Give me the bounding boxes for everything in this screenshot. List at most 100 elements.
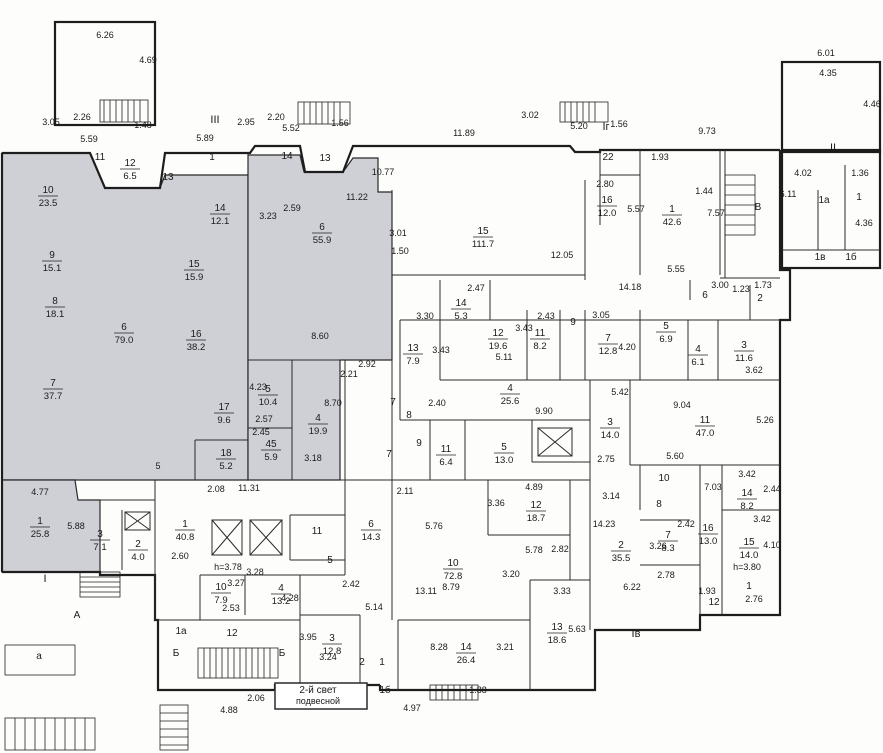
dimension-label: 13.11: [415, 586, 437, 596]
dimension-label: 12.05: [551, 250, 574, 260]
room-area-label: 13.0: [699, 536, 718, 547]
space-label: 11: [95, 152, 106, 163]
room-area-label: 37.7: [44, 391, 63, 402]
room-number-label: 4: [695, 344, 701, 355]
space-label: 1а: [818, 195, 830, 206]
dimension-label: 11.31: [238, 483, 260, 493]
space-label: 1: [209, 152, 215, 163]
dimension-label: 3.33: [553, 586, 571, 596]
dimension-label: 2.40: [428, 398, 446, 408]
dimension-label: 9.04: [673, 400, 691, 410]
space-label: 1б: [379, 684, 391, 696]
room-number-label: 16: [190, 329, 202, 340]
space-label: 14: [281, 151, 293, 162]
dimension-label: 4.10: [763, 540, 781, 550]
room-area-label: 9.6: [217, 415, 230, 426]
dimension-label: 5: [155, 461, 160, 471]
room-number-label: 4: [315, 413, 321, 424]
space-label: 6: [702, 290, 708, 301]
dimension-label: 3.05: [42, 117, 60, 127]
dimension-label: 1.93: [651, 152, 669, 162]
dimension-label: 4.69: [139, 55, 157, 65]
space-label: 10: [658, 473, 670, 484]
dimension-label: 5.42: [611, 387, 629, 397]
dimension-label: 3.28: [246, 567, 264, 577]
second-light-box: [274, 682, 368, 710]
dimension-label: 4.89: [525, 482, 543, 492]
dimension-label: 11.22: [346, 192, 368, 202]
dimension-label: 2.92: [358, 359, 376, 369]
space-label: 2-й свет: [299, 685, 337, 696]
dimension-label: 5.55: [667, 264, 685, 274]
dimension-label: 1.36: [851, 168, 869, 178]
room-area-label: 12.8: [323, 646, 342, 657]
space-label: 1б: [845, 251, 857, 263]
dimension-label: 3.20: [502, 569, 520, 579]
northeast-wing: [780, 148, 882, 270]
dimension-label: 2.53: [222, 603, 240, 613]
dimension-label: 3.18: [304, 453, 322, 463]
dimension-label: 1.88: [469, 685, 487, 695]
room-number-label: 11: [700, 415, 711, 426]
room-area-label: 4.0: [131, 552, 144, 563]
dimension-label: 2.20: [267, 112, 285, 122]
room-area-label: 7.1: [93, 542, 106, 553]
dimension-label: 2.21: [340, 369, 358, 379]
space-label: 12: [226, 628, 238, 639]
room-area-label: 25.8: [31, 529, 50, 540]
dimension-label: 4.88: [220, 705, 238, 715]
room-area-label: 79.0: [115, 335, 134, 346]
dimension-label: 3.24: [319, 652, 337, 662]
space-label: А: [74, 610, 81, 621]
room-number-label: 5: [265, 384, 271, 395]
outer-walls: [0, 20, 882, 692]
dimension-label: 5.76: [425, 521, 443, 531]
axis-marker-label: II: [830, 142, 836, 154]
room-area-label: 7.9: [214, 595, 227, 606]
dimension-label: 2.47: [467, 283, 485, 293]
dimension-label: 3.21: [496, 642, 514, 652]
dimension-label: 3.36: [487, 498, 505, 508]
dimension-label: 4.36: [855, 218, 873, 228]
dimension-label: 2.26: [73, 112, 91, 122]
room-area-label: 18.6: [548, 635, 567, 646]
room-number-label: 5: [663, 321, 669, 332]
dimension-label: 8.60: [311, 331, 329, 341]
room-number-label: 6: [368, 519, 374, 530]
dimension-label: 2.11: [397, 486, 414, 496]
dimension-label: 2.45: [252, 427, 270, 437]
dimension-label: 2.08: [207, 484, 225, 494]
dimension-label: 2.75: [597, 454, 615, 464]
dimension-label: 5.88: [67, 521, 85, 531]
room-number-label: 16: [702, 523, 714, 534]
stairs: [4, 99, 756, 751]
room-area-label: 35.5: [612, 553, 631, 564]
dimension-label: 4.23: [249, 382, 267, 392]
room-area-label: 14.0: [601, 430, 620, 441]
room-area-label: 5.3: [454, 311, 467, 322]
dimension-label: 2.59: [283, 203, 301, 213]
dimension-label: 4.28: [281, 593, 299, 603]
room-number-label: 13: [551, 622, 563, 633]
dimension-label: 2.80: [596, 179, 614, 189]
dimension-label: 3.43: [432, 345, 450, 355]
dimension-label: 3.01: [389, 228, 407, 238]
axis-marker-label: I: [43, 573, 46, 585]
dimension-label: 5.89: [196, 133, 214, 143]
axis-marker-label: Iг: [602, 121, 609, 133]
room-area-label: 6.5: [123, 171, 136, 182]
dimension-label: 5.14: [365, 602, 383, 612]
room-area-label: 13.2: [272, 596, 291, 607]
room-area-label: 6.1: [691, 357, 704, 368]
room-number-label: 2: [135, 539, 141, 550]
dimension-label: 2.76: [745, 594, 763, 604]
space-label: 1: [746, 581, 752, 592]
dimension-label: 1.50: [391, 246, 409, 256]
room-number-label: 6: [319, 222, 325, 233]
room-number-label: 14: [455, 298, 467, 309]
dimension-label: 4.35: [819, 68, 837, 78]
dimension-label: 4.77: [31, 487, 49, 497]
dimension-label: 4.46: [863, 99, 881, 109]
dimension-label: 7.57: [707, 208, 725, 218]
space-label: 13: [162, 172, 174, 183]
